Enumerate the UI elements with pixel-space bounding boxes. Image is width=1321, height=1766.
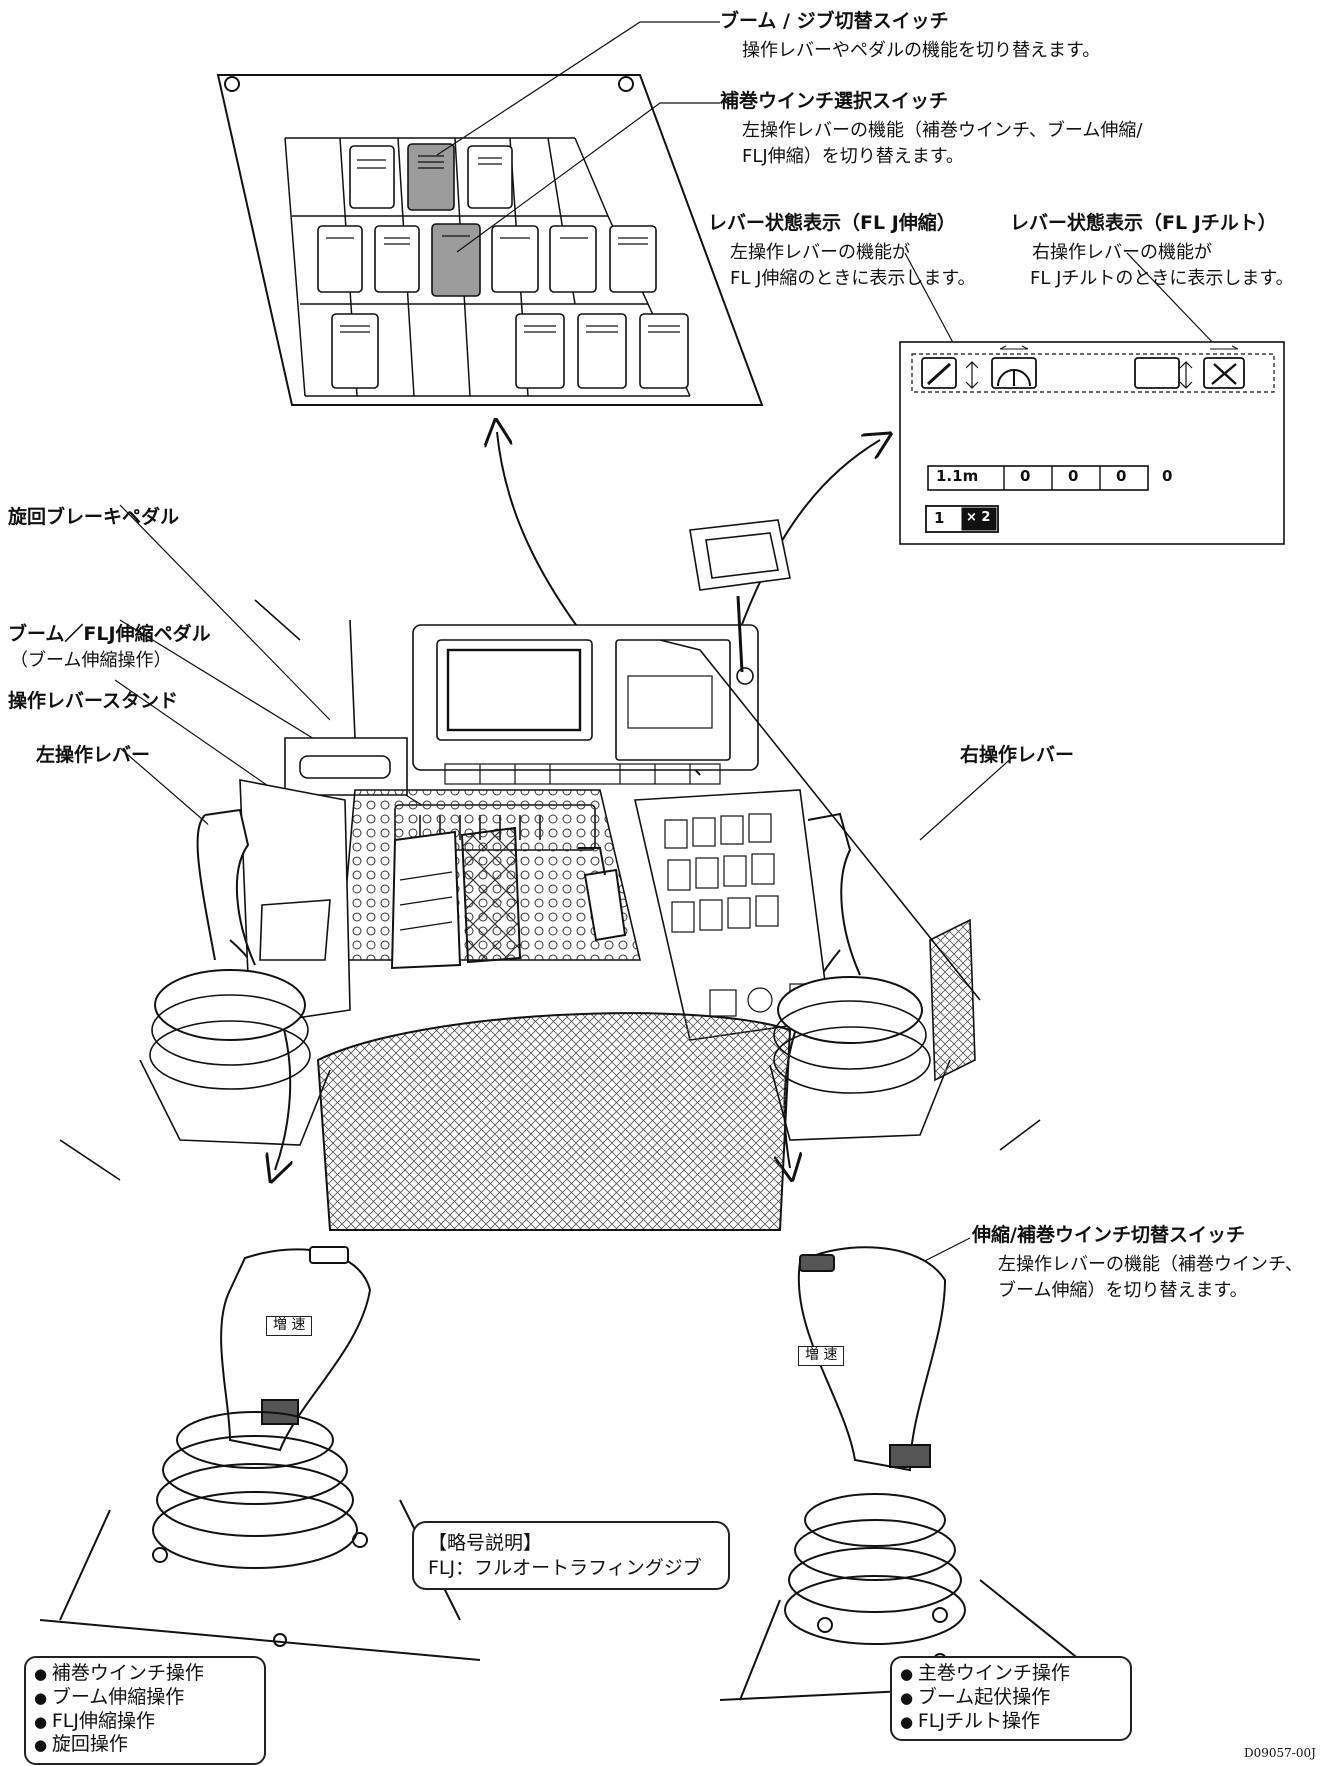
list-item: 補巻ウインチ操作 <box>34 1662 256 1686</box>
abbreviation-box: 【略号説明】 FLJ：フルオートラフィングジブ <box>412 1521 730 1591</box>
left-lever-operations: 補巻ウインチ操作 ブーム伸縮操作 FLJ伸縮操作 旋回操作 <box>24 1656 266 1765</box>
aux-winch-switch-desc-2: FLJ伸縮）を切り替えます。 <box>742 146 964 167</box>
right-lever-speed-button-label: 増 速 <box>798 1346 845 1366</box>
telescope-aux-switch-title: 伸縮/補巻ウインチ切替スイッチ <box>972 1224 1245 1246</box>
monitor-display <box>899 341 1285 545</box>
display-multiplier: × 2 <box>966 510 991 525</box>
list-item: FLJ伸縮操作 <box>34 1710 256 1734</box>
display-counter-3: 0 <box>1116 467 1127 485</box>
right-lever-operations: 主巻ウインチ操作 ブーム起伏操作 FLJチルト操作 <box>890 1656 1132 1742</box>
lever-status-telescope-desc-1: 左操作レバーの機能が <box>730 242 910 263</box>
cab-illustration <box>59 519 1041 1231</box>
telescope-aux-switch-desc-1: 左操作レバーの機能（補巻ウインチ、 <box>998 1254 1303 1275</box>
switch-panel <box>216 74 764 406</box>
boom-flj-pedal-sub: （ブーム伸縮操作） <box>10 650 172 671</box>
left-lever-speed-button-label: 増 速 <box>266 1316 313 1336</box>
aux-winch-switch-title: 補巻ウインチ選択スイッチ <box>720 90 949 112</box>
lever-status-telescope-title: レバー状態表示（FL J伸縮） <box>708 212 956 234</box>
display-counter-1: 0 <box>1020 467 1031 485</box>
display-counter-4: 0 <box>1162 467 1173 485</box>
swing-brake-pedal-label: 旋回ブレーキペダル <box>8 506 180 528</box>
list-item: ブーム伸縮操作 <box>34 1686 256 1710</box>
list-item: 旋回操作 <box>34 1733 256 1757</box>
boom-flj-pedal-label: ブーム／FLJ伸縮ペダル <box>8 623 211 645</box>
lever-status-tilt-desc-1: 右操作レバーの機能が <box>1032 242 1212 263</box>
lever-stand-label: 操作レバースタンド <box>8 690 179 712</box>
lever-status-tilt-desc-2: FL Jチルトのときに表示します。 <box>1030 268 1294 289</box>
display-counter-2: 0 <box>1068 467 1079 485</box>
display-hook-label: 1 <box>934 509 945 527</box>
figure-code: D09057-00J <box>1244 1746 1316 1760</box>
abbreviation-text: FLJ：フルオートラフィングジブ <box>428 1556 702 1579</box>
right-lever-closeup <box>719 1246 1131 1701</box>
telescope-aux-switch-desc-2: ブーム伸縮）を切り替えます。 <box>998 1280 1248 1301</box>
lever-status-telescope-desc-2: FL J伸縮のときに表示します。 <box>730 268 976 289</box>
aux-winch-switch-desc-1: 左操作レバーの機能（補巻ウインチ、ブーム伸縮/ <box>742 120 1143 141</box>
display-length-value: 1.1m <box>936 467 979 485</box>
boom-jib-switch-desc: 操作レバーやペダルの機能を切り替えます。 <box>742 40 1101 61</box>
left-lever-label: 左操作レバー <box>36 744 151 766</box>
list-item: ブーム起伏操作 <box>900 1686 1122 1710</box>
lever-status-tilt-title: レバー状態表示（FL Jチルト） <box>1010 212 1277 234</box>
abbreviation-heading: 【略号説明】 <box>428 1532 543 1554</box>
boom-jib-switch-title: ブーム / ジブ切替スイッチ <box>720 10 949 32</box>
list-item: 主巻ウインチ操作 <box>900 1662 1122 1686</box>
right-lever-label: 右操作レバー <box>960 744 1075 766</box>
list-item: FLJチルト操作 <box>900 1710 1122 1734</box>
left-lever-closeup <box>39 1246 481 1661</box>
